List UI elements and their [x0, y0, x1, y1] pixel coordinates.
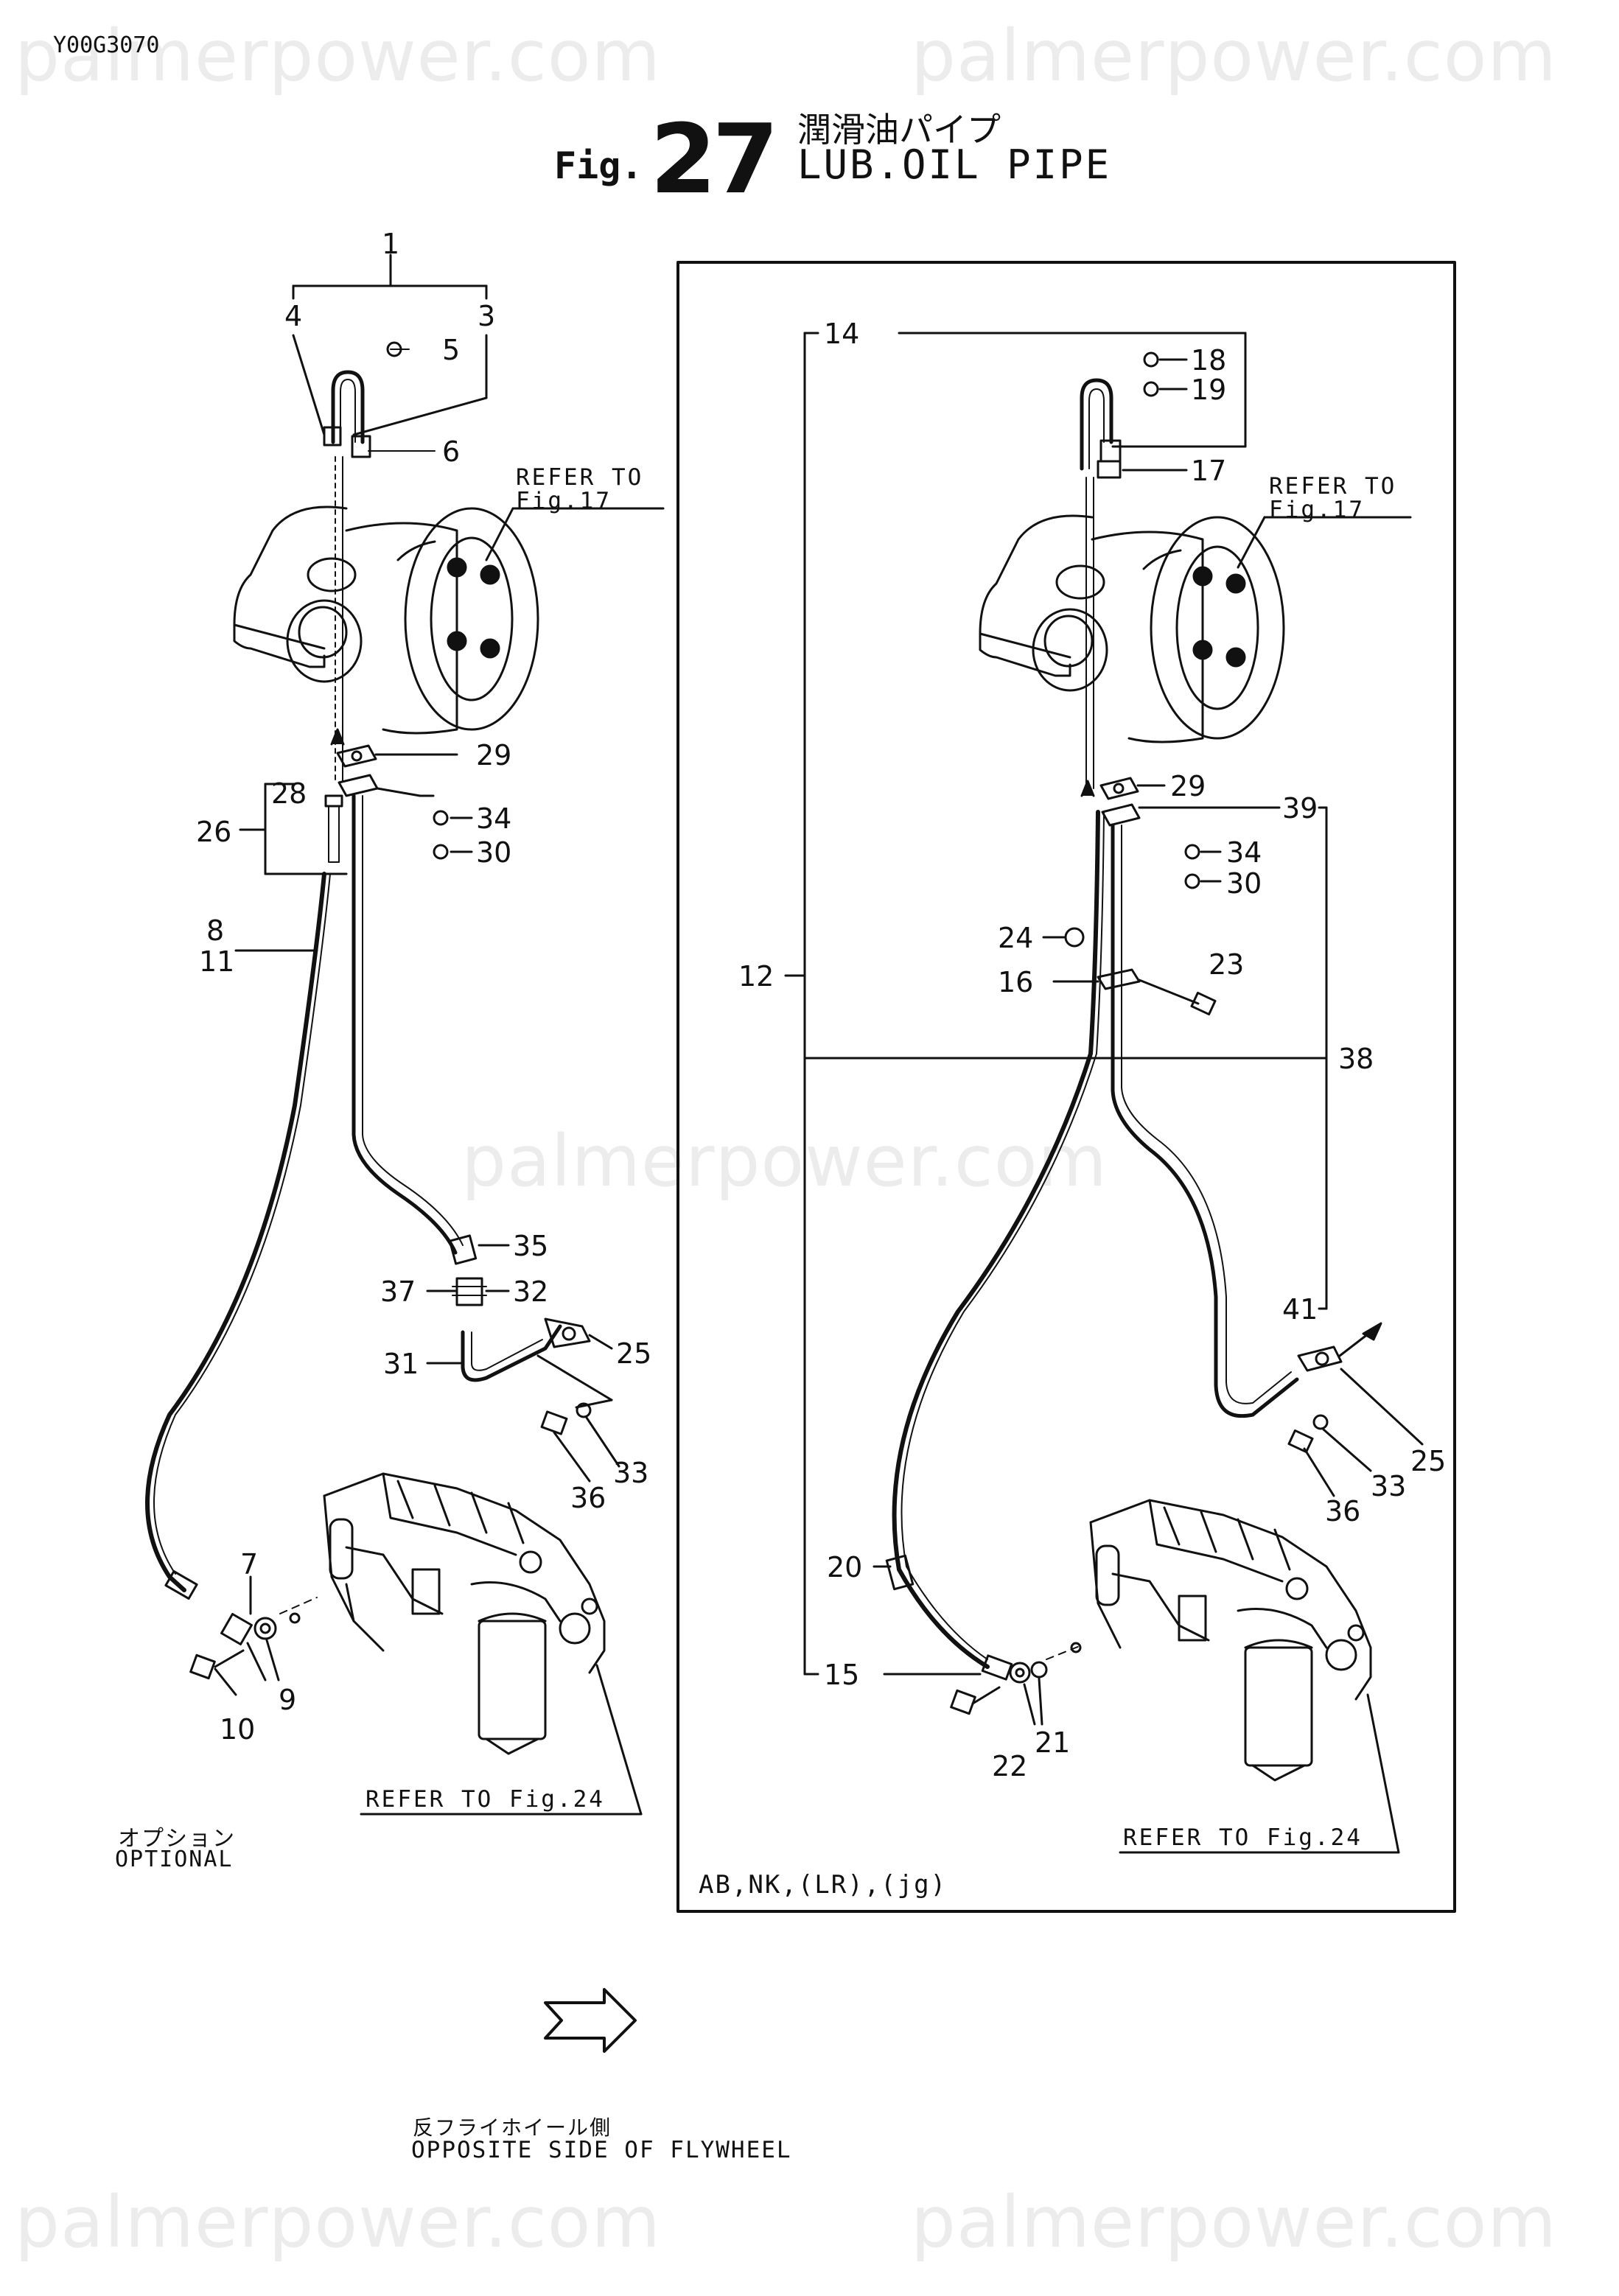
refer-fig17-left-line1: REFER TO: [516, 464, 644, 491]
callout-23: 23: [1209, 948, 1244, 981]
refer-fig24-right: REFER TO Fig.24: [1123, 1824, 1363, 1851]
callout-18: 18: [1191, 344, 1226, 377]
callout-25-left: 25: [616, 1337, 651, 1370]
callout-17: 17: [1191, 455, 1226, 487]
callout-8: 8: [206, 914, 224, 947]
optional-note-en: OPTIONAL: [115, 1847, 234, 1872]
turbocharger-right: [979, 514, 1285, 743]
callout-1: 1: [382, 228, 399, 260]
direction-note-en: OPPOSITE SIDE OF FLYWHEEL: [411, 2137, 792, 2163]
callout-28: 28: [271, 777, 307, 810]
watermark-bottom-right: palmerpower.com: [911, 2181, 1557, 2264]
callout-36-right: 36: [1325, 1495, 1360, 1527]
callout-16: 16: [998, 966, 1033, 998]
watermark-top-left: palmerpower.com: [15, 15, 661, 97]
callout-33-left: 33: [613, 1457, 648, 1489]
callout-3: 3: [478, 300, 495, 332]
callout-30: 30: [476, 836, 511, 869]
figure-number: 27: [650, 103, 779, 215]
callout-10: 10: [220, 1713, 255, 1746]
variant-frame: [676, 261, 1456, 1913]
callout-34-right: 34: [1226, 836, 1262, 869]
watermark-top-right: palmerpower.com: [911, 15, 1557, 97]
callout-30-right: 30: [1226, 867, 1262, 900]
callout-29-right: 29: [1170, 770, 1206, 802]
refer-fig17-right-line2: Fig.17: [1269, 497, 1365, 523]
callout-38: 38: [1338, 1043, 1374, 1075]
callout-22: 22: [992, 1750, 1027, 1782]
callout-21: 21: [1035, 1726, 1070, 1759]
callout-11: 11: [199, 945, 234, 978]
callout-24: 24: [998, 922, 1033, 954]
callout-25-right: 25: [1410, 1445, 1446, 1477]
refer-fig17-left-line2: Fig.17: [516, 488, 612, 514]
oil-filter-housing-right: [1089, 1499, 1372, 1782]
callout-6: 6: [442, 435, 460, 468]
callout-7: 7: [240, 1548, 258, 1581]
variant-box-label: AB,NK,(LR),(jg): [699, 1870, 948, 1900]
callout-41: 41: [1282, 1293, 1318, 1326]
figure-title-en: LUB.OIL PIPE: [797, 141, 1112, 188]
document-id: Y00G3070: [53, 32, 160, 58]
callout-4: 4: [284, 300, 302, 332]
figure-prefix: Fig.: [554, 144, 643, 187]
callout-12: 12: [738, 960, 774, 993]
oil-filter-housing-left: [323, 1472, 606, 1755]
callout-5: 5: [442, 334, 460, 366]
callout-9: 9: [279, 1684, 296, 1716]
callout-37: 37: [380, 1275, 416, 1308]
optional-note-jp: オプション: [118, 1826, 236, 1852]
direction-arrow: [544, 1988, 637, 2053]
refer-fig24-left: REFER TO Fig.24: [366, 1786, 605, 1813]
direction-note-jp: 反フライホイール側: [413, 2115, 612, 2140]
callout-29: 29: [476, 739, 511, 771]
watermark-center: palmerpower.com: [461, 1120, 1108, 1203]
callout-32: 32: [513, 1275, 548, 1308]
turbocharger-left: [233, 505, 539, 735]
callout-20: 20: [827, 1551, 862, 1583]
callout-35: 35: [513, 1230, 548, 1262]
watermark-bottom-left: palmerpower.com: [15, 2181, 661, 2264]
callout-34: 34: [476, 802, 511, 835]
callout-39: 39: [1282, 792, 1318, 825]
callout-36-left: 36: [570, 1482, 606, 1514]
callout-15: 15: [824, 1659, 859, 1691]
refer-fig17-right-line1: REFER TO: [1269, 473, 1397, 500]
callout-19: 19: [1191, 374, 1226, 406]
figure-title-jp: 潤滑油パイプ: [797, 110, 1001, 150]
callout-26: 26: [196, 816, 231, 848]
callout-14: 14: [824, 318, 859, 350]
callout-31: 31: [383, 1348, 419, 1380]
callout-33-right: 33: [1371, 1470, 1406, 1502]
